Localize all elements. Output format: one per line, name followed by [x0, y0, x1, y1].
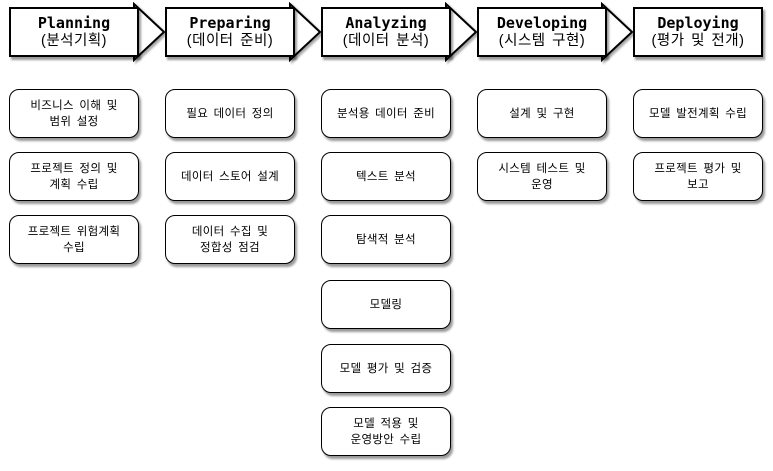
task-box: 모델링: [321, 280, 451, 329]
task-box: 시스템 테스트 및 운영: [477, 152, 607, 201]
task-box: 데이터 스토어 설계: [165, 152, 295, 201]
task-box: 설계 및 구현: [477, 89, 607, 138]
task-box: 모델 발전계획 수립: [633, 89, 763, 138]
phase-name: Developing: [496, 14, 588, 32]
phase-subtitle: (데이터 분석): [342, 33, 430, 49]
task-box: 모델 평가 및 검증: [321, 344, 451, 393]
task-box: 텍스트 분석: [321, 152, 451, 201]
phase-name: Planning: [37, 14, 111, 32]
phase-subtitle: (분석기획): [40, 33, 108, 49]
phase-header-developing: Developing (시스템 구현): [477, 7, 607, 57]
phase-subtitle: (시스템 구현): [498, 33, 586, 49]
task-box: 프로젝트 평가 및 보고: [633, 152, 763, 201]
task-box: 모델 적용 및 운영방안 수립: [321, 407, 451, 456]
phase-header-preparing: Preparing (데이터 준비): [165, 7, 295, 57]
phase-name: Deploying: [657, 14, 739, 32]
task-box: 탐색적 분석: [321, 215, 451, 264]
phase-header-deploying: Deploying (평가 및 전개): [633, 7, 763, 57]
task-box: 분석용 데이터 준비: [321, 89, 451, 138]
task-box: 비즈니스 이해 및 범위 설정: [9, 89, 139, 138]
task-box: 프로젝트 정의 및 계획 수립: [9, 152, 139, 201]
phase-header-analyzing: Analyzing (데이터 분석): [321, 7, 451, 57]
phase-subtitle: (평가 및 전개): [651, 33, 745, 49]
phase-header-planning: Planning (분석기획): [9, 7, 139, 57]
phase-name: Preparing: [189, 14, 271, 32]
task-box: 데이터 수집 및 정합성 점검: [165, 215, 295, 264]
phase-name: Analyzing: [345, 14, 427, 32]
task-box: 프로젝트 위험계획 수립: [9, 215, 139, 264]
task-box: 필요 데이터 정의: [165, 89, 295, 138]
phase-subtitle: (데이터 준비): [186, 33, 274, 49]
